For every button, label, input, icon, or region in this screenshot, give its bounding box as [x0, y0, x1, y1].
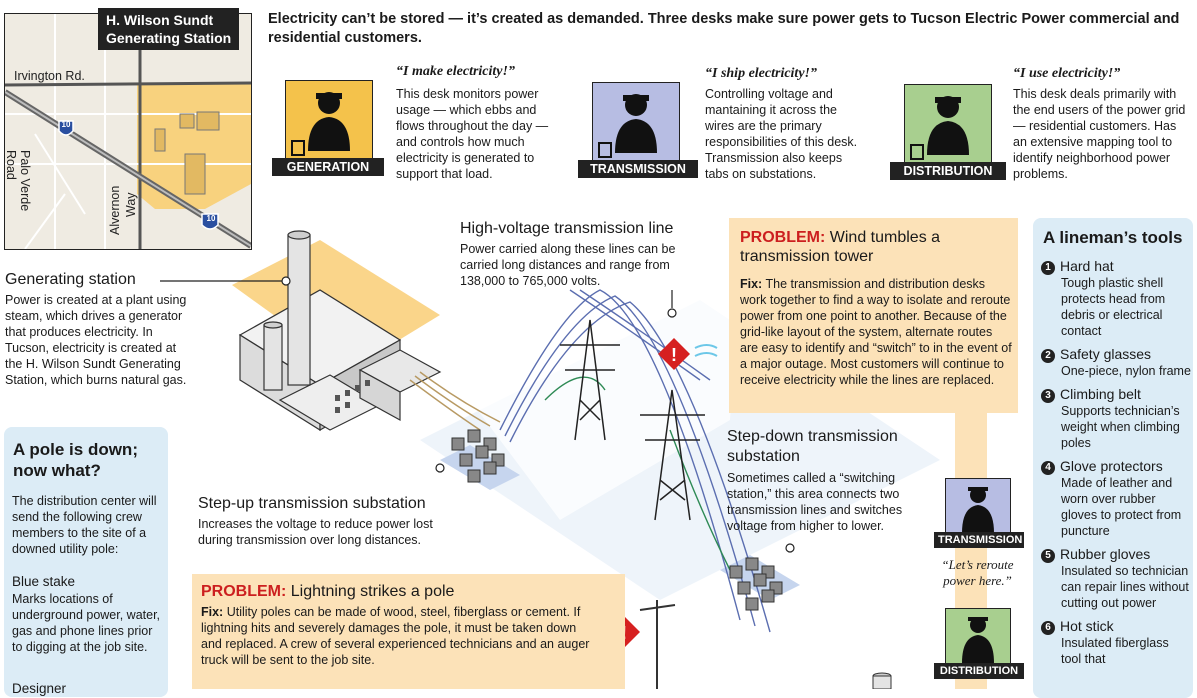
tool-item: 3 Climbing belt Supports technician’s wei… [1041, 386, 1191, 451]
step-down-substation [729, 557, 783, 611]
problem-wind-title-text: Wind tumbles a transmission tower [740, 229, 941, 265]
problem-wind-title: PROBLEM: Wind tumbles a transmission tow… [740, 228, 1010, 266]
tool-desc: Tough plastic shell protects head from d… [1061, 276, 1166, 338]
reroute-transmission-badge: TRANSMISSION [934, 532, 1024, 548]
generating-station-heading: Generating station [5, 271, 136, 288]
problem-lightning-title: PROBLEM: Lightning strikes a pole [201, 582, 454, 601]
tool-name: Rubber gloves [1060, 546, 1151, 562]
transmission-text: Controlling voltage and mantaining it ac… [705, 87, 858, 181]
tool-item: 5 Rubber gloves Insulated so technician c… [1041, 546, 1191, 611]
step-up-substation [451, 429, 505, 483]
step-down-heading-1: Step-down transmission [727, 428, 898, 445]
generation-text: This desk monitors power usage — which e… [396, 87, 549, 181]
transmission-desk-icon [592, 82, 680, 174]
intro-text: Electricity can’t be stored — it’s creat… [268, 11, 1180, 46]
tool-number: 5 [1041, 549, 1055, 563]
map-title-line2: Generating Station [106, 30, 232, 46]
tool-number: 3 [1041, 389, 1055, 403]
tool-item: 6 Hot stick Insulated fiberglass tool tha… [1041, 618, 1191, 667]
problem-wind-fix-label: Fix: [740, 277, 763, 291]
location-map [4, 13, 252, 250]
transmission-tower-1 [560, 319, 620, 441]
operator-icon [962, 617, 994, 663]
tool-number: 1 [1041, 261, 1055, 275]
operator-icon [962, 487, 994, 533]
svg-text:!: ! [671, 345, 677, 365]
reroute-quote: “Let’s reroute power here.” [941, 557, 1014, 588]
map-graphic [5, 14, 251, 249]
tool-item: 1 Hard hat Tough plastic shell protects h… [1041, 258, 1191, 339]
step-down-heading-2: substation [727, 448, 800, 465]
tool-number: 2 [1041, 349, 1055, 363]
hwy-label-2: 10 [206, 214, 216, 223]
hwy-label-1: 10 [61, 120, 71, 129]
operator-icon [598, 94, 657, 158]
tools-title: A lineman’s tools [1043, 228, 1183, 247]
distribution-desk-icon [904, 84, 992, 176]
map-title-line1: H. Wilson Sundt [106, 12, 214, 28]
tool-desc: Insulated so technician can repair lines… [1061, 564, 1189, 610]
generation-quote: “I make electricity!” [396, 64, 515, 79]
problem-lightning-label: PROBLEM: [201, 583, 287, 600]
pole-down-item-text: Marks locations of underground power, wa… [12, 592, 161, 654]
step-up-heading: Step-up transmission substation [198, 495, 426, 512]
tool-number: 6 [1041, 621, 1055, 635]
problem-lightning-title-text: Lightning strikes a pole [286, 583, 455, 600]
map-title: H. Wilson Sundt Generating Station [98, 8, 240, 50]
tool-name: Safety glasses [1060, 346, 1152, 362]
generating-station-text: Power is created at a plant using steam,… [5, 293, 187, 387]
reroute-distribution-badge: DISTRIBUTION [934, 663, 1024, 679]
tool-desc: Supports technician’s weight when climbi… [1061, 404, 1180, 450]
pole-down-heading: A pole is down; now what? [13, 440, 138, 480]
problem-lightning-fix: Fix: Utility poles can be made of wood, … [201, 604, 596, 668]
problem-lightning-fix-label: Fix: [201, 605, 224, 619]
high-voltage-text: Power carried along these lines can be c… [460, 242, 676, 288]
pole-down-panel: A pole is down; now what? The distributi… [4, 427, 168, 697]
pole-down-item-title: Blue stake [12, 574, 76, 589]
problem-lightning-panel: PROBLEM: Lightning strikes a pole Fix: U… [192, 574, 625, 689]
tools-panel: A lineman’s tools 1 Hard hat Tough plasti… [1033, 218, 1193, 698]
transmission-badge: TRANSMISSION [578, 160, 698, 178]
generation-desk-icon [285, 80, 373, 172]
high-voltage-heading: High-voltage transmission line [460, 220, 674, 237]
distribution-quote: “I use electricity!” [1013, 66, 1121, 81]
tool-desc: Made of leather and worn over rubber glo… [1061, 476, 1182, 538]
interstate-shield-2 [201, 213, 219, 230]
problem-wind-fix: Fix: The transmission and distribution d… [740, 276, 1012, 388]
tool-number: 4 [1041, 461, 1055, 475]
distribution-text: This desk deals primarily with the end u… [1013, 87, 1186, 181]
reroute-distribution-icon [945, 608, 1011, 666]
generation-badge: GENERATION [272, 158, 384, 176]
problem-wind-panel: PROBLEM: Wind tumbles a transmission tow… [729, 218, 1018, 413]
tool-item: 4 Glove protectors Made of leather and wo… [1041, 458, 1191, 539]
tool-item: 2 Safety glasses One-piece, nylon frame [1041, 346, 1191, 379]
tool-name: Climbing belt [1060, 386, 1141, 402]
pole-down-intro: The distribution center will send the fo… [12, 494, 157, 556]
transmission-tower-2 [640, 389, 705, 521]
step-down-text: Sometimes called a “switching station,” … [727, 471, 903, 533]
distribution-badge: DISTRIBUTION [890, 162, 1006, 180]
problem-lightning-fix-text: Utility poles can be made of wood, steel… [201, 605, 590, 667]
tool-name: Hot stick [1060, 618, 1114, 634]
operator-icon [910, 96, 969, 160]
interstate-shield-1 [58, 120, 74, 136]
operator-icon [291, 92, 350, 156]
problem-wind-label: PROBLEM: [740, 229, 826, 246]
tool-desc: Insulated fiberglass tool that [1061, 636, 1169, 666]
road-irvington: Irvington Rd. [14, 69, 85, 83]
step-up-text: Increases the voltage to reduce power lo… [198, 517, 433, 547]
warning-icon-wind: ! [658, 338, 718, 370]
tools-list: 1 Hard hat Tough plastic shell protects h… [1041, 258, 1191, 674]
tool-name: Glove protectors [1060, 458, 1163, 474]
tool-desc: One-piece, nylon frame [1061, 364, 1191, 378]
problem-wind-fix-text: The transmission and distribution desks … [740, 277, 1012, 387]
reroute-transmission-icon [945, 478, 1011, 536]
tool-name: Hard hat [1060, 258, 1114, 274]
transmission-quote: “I ship electricity!” [705, 66, 817, 81]
power-plant [238, 230, 442, 432]
